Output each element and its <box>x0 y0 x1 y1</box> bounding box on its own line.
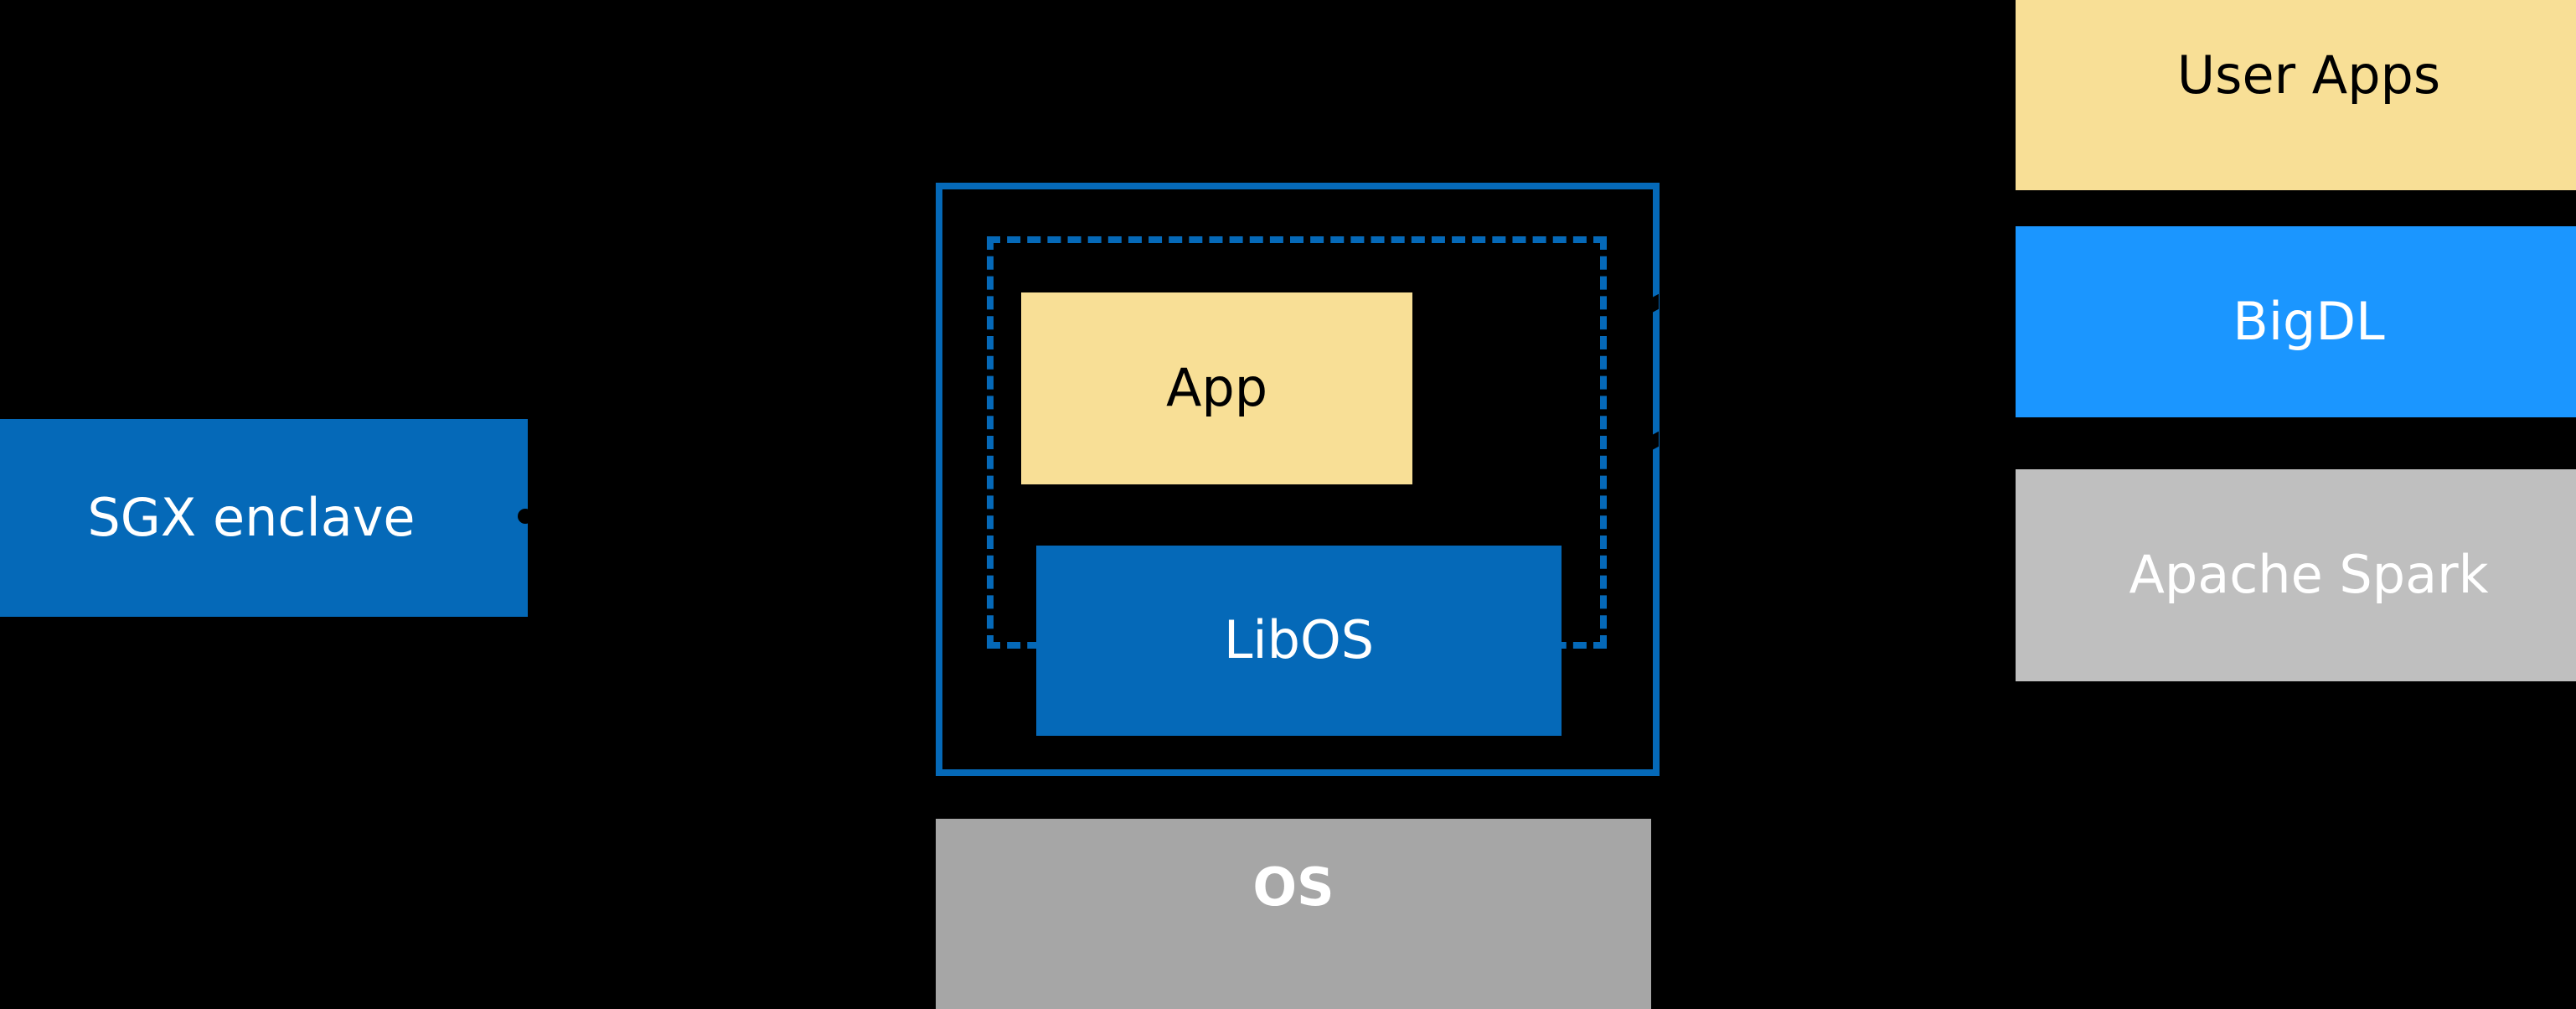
libos-label: LibOS <box>1223 609 1375 671</box>
apache-spark-label: Apache Spark <box>2129 544 2489 606</box>
app-label: App <box>1165 357 1268 419</box>
os-label: OS <box>1252 856 1334 918</box>
libos-box[interactable]: LibOS <box>1036 546 1562 736</box>
bigdl-label: BigDL <box>2233 290 2385 352</box>
os-box[interactable]: OS <box>936 819 1651 1009</box>
sgx-enclave-box[interactable]: SGX enclave <box>0 419 528 617</box>
bigdl-box[interactable]: BigDL <box>2016 226 2576 417</box>
user-apps-label: User Apps <box>2176 44 2441 106</box>
app-box[interactable]: App <box>1021 292 1412 484</box>
apache-spark-box[interactable]: Apache Spark <box>2016 469 2576 681</box>
enclave-outer-frame <box>936 183 1660 776</box>
user-apps-box[interactable]: User Apps <box>2016 0 2576 190</box>
sgx-enclave-label: SGX enclave <box>87 486 416 548</box>
app-connector-arrow-icon <box>1546 380 1561 396</box>
sgx-enclave-connector-arrow-icon <box>518 509 533 524</box>
